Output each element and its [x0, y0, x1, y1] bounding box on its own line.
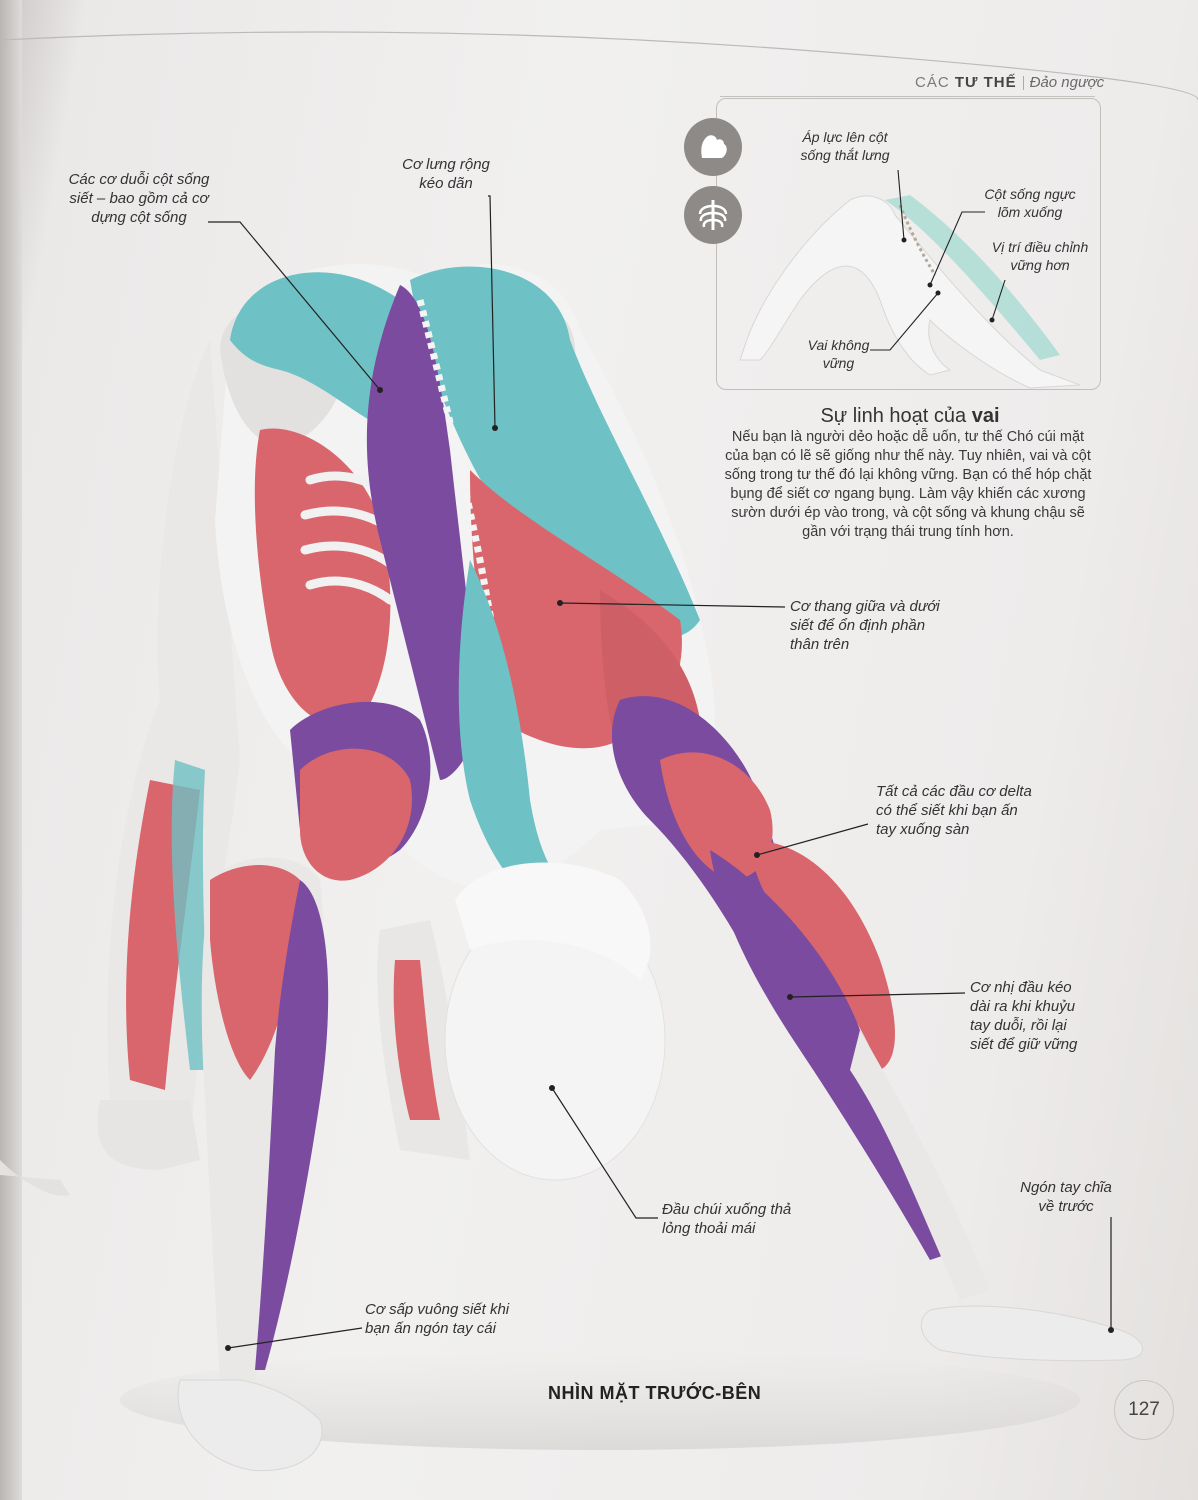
floor-shadow [120, 1350, 1080, 1450]
label-thoracic-spine-text: Cột sống ngực lõm xuống [984, 186, 1076, 220]
sidebar-body: Nếu bạn là người dẻo hoặc dễ uốn, tư thế… [724, 429, 1092, 540]
page-number: 127 [1114, 1380, 1174, 1440]
inset-highlight [885, 195, 1060, 360]
header-section-bold: TƯ THẾ [954, 74, 1017, 91]
foot-left [97, 1100, 200, 1170]
label-lower-back-pressure-text: Áp lực lên cột sống thắt lưng [800, 129, 890, 163]
view-title: NHÌN MẶT TRƯỚC-BÊN [548, 1383, 762, 1403]
obliques-left [254, 428, 391, 726]
deltoid-left [300, 748, 412, 881]
label-trapezius: Cơ thang giữa và dưới siết để ổn định ph… [790, 597, 960, 654]
forearm-bone-right [850, 1030, 990, 1300]
label-triceps: Cơ nhị đầu kéo dài ra khi khuỷu tay duỗi… [970, 978, 1100, 1054]
label-lower-back-pressure: Áp lực lên cột sống thắt lưng [790, 128, 900, 164]
forearm-purple-left [255, 880, 329, 1370]
label-stable-position: Vị trí điều chỉnh vững hơn [982, 238, 1098, 274]
back-leg-muscle-right [393, 960, 440, 1120]
header-section: CÁC [915, 74, 950, 91]
lat-center [458, 560, 600, 920]
sidebar-title: Sự linh hoạt của vai [720, 405, 1100, 428]
forearm-purple-right [710, 850, 960, 1260]
sidebar-title-prefix: Sự linh hoạt của [820, 405, 967, 427]
label-fingers: Ngón tay chĩa về trước [1010, 1178, 1122, 1216]
header-subsection: Đảo ngược [1029, 74, 1105, 91]
callout-dots [225, 387, 1114, 1351]
inset-panel [716, 98, 1101, 390]
ribcage-icon-glyph [698, 200, 728, 230]
label-deltoid-text: Tất cả các đầu cơ delta có thể siết khi … [876, 783, 1032, 838]
lat-right [410, 266, 700, 638]
label-erector-spinae: Các cơ duỗi cột sống siết – bao gồm cả c… [58, 170, 220, 227]
label-head-text: Đầu chúi xuống thả lỏng thoải mái [662, 1201, 792, 1237]
inset-callout-dots [901, 237, 995, 323]
muscle-arm-icon [684, 118, 742, 176]
label-trapezius-text: Cơ thang giữa và dưới siết để ổn định ph… [790, 598, 940, 653]
label-head: Đầu chúi xuống thả lỏng thoải mái [662, 1200, 832, 1238]
label-erector-spinae-text: Các cơ duỗi cột sống siết – bao gồm cả c… [68, 171, 210, 226]
running-header: CÁC TƯ THẾ Đảo ngược [915, 74, 1104, 91]
lat-left [230, 272, 411, 430]
ribcage-icon [684, 186, 742, 244]
hand-right [920, 1305, 1143, 1362]
header-rule [720, 96, 1095, 97]
muscle-arm-icon-glyph [701, 135, 727, 158]
label-fingers-text: Ngón tay chĩa về trước [1020, 1179, 1112, 1215]
sidebar-title-bold: vai [971, 405, 1000, 427]
back-leg-teal-left [171, 760, 210, 1070]
inset-spine [898, 204, 937, 276]
label-thoracic-spine: Cột sống ngực lõm xuống [975, 185, 1085, 221]
erector-spinae [366, 285, 480, 780]
label-deltoid: Tất cả các đầu cơ delta có thể siết khi … [876, 782, 1061, 839]
deltoid-right [660, 752, 773, 880]
label-pronator: Cơ sấp vuông siết khi bạn ấn ngón tay cá… [365, 1300, 545, 1338]
label-unstable-shoulder-text: Vai không vững [807, 337, 870, 371]
label-stable-position-text: Vị trí điều chỉnh vững hơn [991, 239, 1089, 273]
header-separator [1022, 76, 1024, 91]
label-latissimus-text: Cơ lưng rộng kéo dãn [402, 156, 490, 192]
inset-callout-lines [870, 169, 1006, 351]
page-curve [0, 31, 1198, 101]
label-unstable-shoulder: Vai không vững [796, 336, 881, 372]
inset-body [739, 195, 1081, 389]
forearm-muscle-left [210, 865, 300, 1080]
triceps-red-right [750, 840, 895, 1070]
label-pronator-text: Cơ sấp vuông siết khi bạn ấn ngón tay cá… [365, 1301, 510, 1337]
label-latissimus: Cơ lưng rộng kéo dãn [392, 155, 500, 193]
foot-far-left [0, 1160, 70, 1196]
hand-left [177, 1379, 323, 1472]
page-edge [0, 0, 22, 1500]
callout-lines [208, 195, 1112, 1349]
label-triceps-text: Cơ nhị đầu kéo dài ra khi khuỷu tay duỗi… [970, 979, 1078, 1053]
neck [455, 862, 651, 980]
